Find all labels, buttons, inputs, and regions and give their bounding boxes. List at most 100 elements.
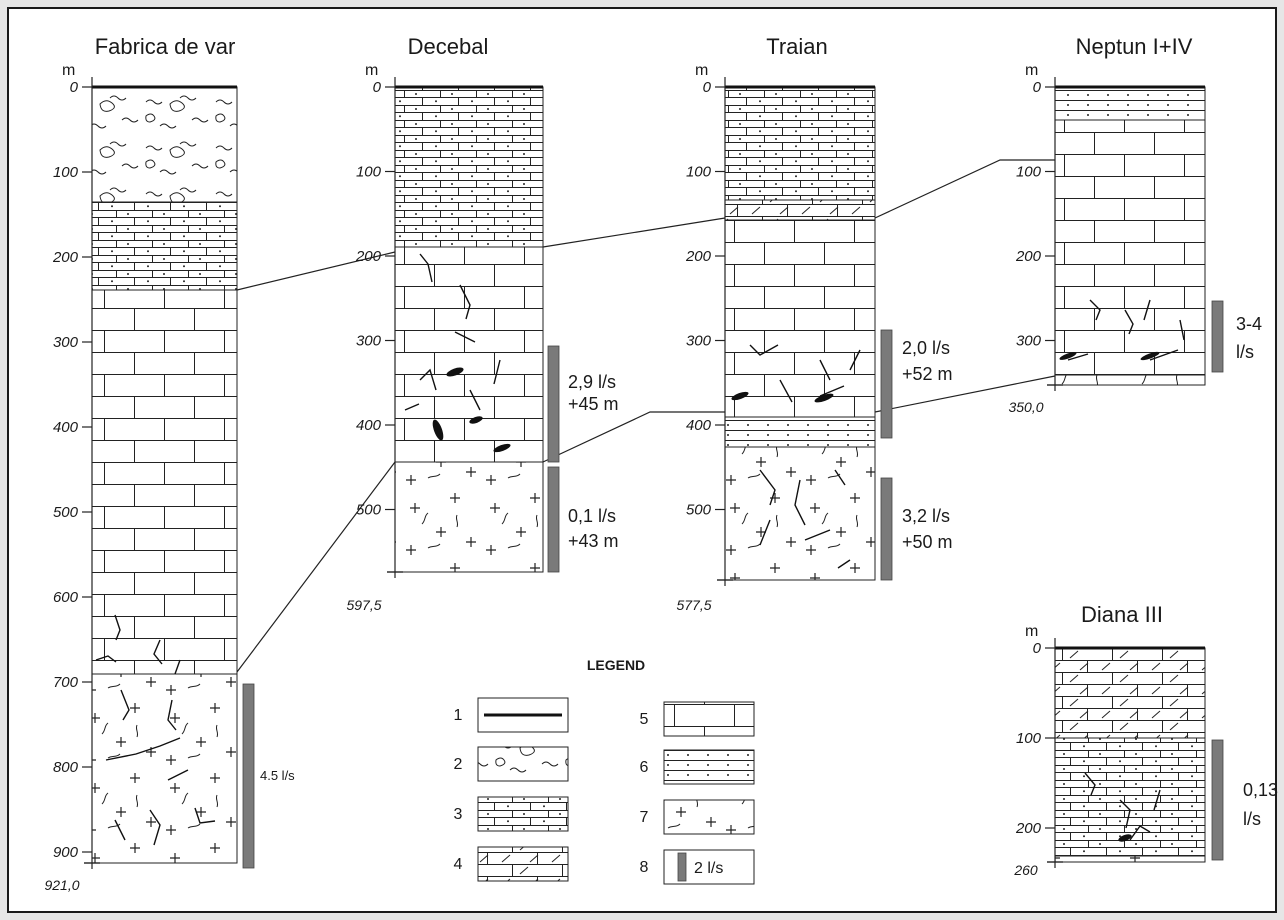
legend-swatch xyxy=(477,846,569,882)
fracture-mark xyxy=(1067,299,1185,361)
karst-cavity-mark xyxy=(469,416,483,424)
flow-bar xyxy=(880,329,893,439)
karst-cavity-mark xyxy=(493,443,511,453)
flow-bar xyxy=(547,466,560,573)
legend-swatch xyxy=(663,701,755,737)
depth-unit: m xyxy=(62,62,75,79)
lithology-layer xyxy=(724,199,876,221)
depth-tick-label: 500 xyxy=(356,502,382,519)
legend-number: 7 xyxy=(640,809,649,826)
lithology-layer xyxy=(724,219,876,418)
depth-tick-label: 300 xyxy=(686,333,712,350)
section-title: Fabrica de var xyxy=(95,34,236,59)
fracture-mark xyxy=(1084,772,1161,841)
flow-rate-label: 2,0 l/s xyxy=(902,338,950,358)
section-title: Diana III xyxy=(1081,602,1163,627)
flow-rate-label: +43 m xyxy=(568,531,619,551)
legend-number: 2 xyxy=(454,756,463,773)
correlation-line xyxy=(236,251,396,291)
lithology-layer xyxy=(1054,737,1206,857)
lithology-layer xyxy=(394,86,544,248)
depth-tick-label: 200 xyxy=(52,249,79,266)
karst-cavity-mark xyxy=(731,391,749,401)
lithology-layer xyxy=(91,289,238,675)
correlation-line xyxy=(542,217,726,248)
karst-cavity-mark xyxy=(432,419,444,441)
fracture-mark xyxy=(759,469,851,569)
legend-swatch xyxy=(477,796,569,832)
flow-rate-label: 0,13 xyxy=(1243,780,1278,800)
depth-tick-label: 600 xyxy=(53,589,79,606)
flow-bar xyxy=(1211,300,1224,373)
total-depth-label: 350,0 xyxy=(1008,399,1043,415)
depth-tick-label: 0 xyxy=(70,79,79,96)
total-depth-label: 260 xyxy=(1013,862,1038,878)
section-title: Decebal xyxy=(408,34,489,59)
lithology-layer xyxy=(394,461,544,573)
fracture-mark xyxy=(105,689,216,846)
legend-swatch xyxy=(663,799,755,835)
total-depth-label: 921,0 xyxy=(44,877,79,893)
legend-number: 5 xyxy=(640,711,649,728)
lithology-layer xyxy=(91,86,238,203)
depth-tick-label: 400 xyxy=(686,417,712,434)
karst-cavity-mark xyxy=(1118,834,1132,842)
lithology-layer xyxy=(1054,86,1206,121)
flow-rate-label: 3-4 xyxy=(1236,314,1262,334)
depth-tick-label: 200 xyxy=(685,248,712,265)
fracture-mark xyxy=(95,639,181,675)
depth-tick-label: 400 xyxy=(356,417,382,434)
karst-cavity-mark xyxy=(446,367,464,377)
lithology-layer xyxy=(1054,374,1206,386)
legend-number: 8 xyxy=(640,859,649,876)
legend-number: 6 xyxy=(640,759,649,776)
depth-tick-label: 500 xyxy=(686,502,712,519)
correlation-line xyxy=(874,159,1055,219)
flow-bar xyxy=(547,345,560,463)
depth-tick-label: 0 xyxy=(703,79,712,96)
depth-tick-label: 500 xyxy=(53,504,79,521)
depth-tick-label: 100 xyxy=(53,164,79,181)
legend-number: 3 xyxy=(454,806,463,823)
depth-tick-label: 400 xyxy=(53,419,79,436)
depth-tick-label: 700 xyxy=(53,674,79,691)
lithology-layer xyxy=(91,673,238,864)
legend-number: 1 xyxy=(454,707,463,724)
depth-tick-label: 100 xyxy=(356,164,382,181)
depth-unit: m xyxy=(695,62,708,79)
flow-rate-label: 4.5 l/s xyxy=(260,768,295,783)
depth-tick-label: 0 xyxy=(1033,79,1042,96)
flow-bar xyxy=(880,477,893,581)
section-title: Neptun I+IV xyxy=(1076,34,1193,59)
correlation-line xyxy=(236,461,396,673)
depth-tick-label: 300 xyxy=(356,333,382,350)
lithology-layer xyxy=(394,246,544,463)
depth-tick-label: 300 xyxy=(53,334,79,351)
flow-rate-label: l/s xyxy=(1236,342,1254,362)
depth-tick-label: 100 xyxy=(1016,730,1042,747)
flow-rate-label: 0,1 l/s xyxy=(568,506,616,526)
legend-flow-bar xyxy=(677,852,687,882)
depth-unit: m xyxy=(365,62,378,79)
depth-tick-label: 200 xyxy=(1015,820,1042,837)
total-depth-label: 577,5 xyxy=(676,597,711,613)
flow-bar xyxy=(242,683,255,869)
lithology-layer xyxy=(724,86,876,201)
fracture-mark xyxy=(749,344,861,403)
depth-unit: m xyxy=(1025,623,1038,640)
depth-tick-label: 800 xyxy=(53,759,79,776)
flow-rate-label: +45 m xyxy=(568,394,619,414)
lithology-layer xyxy=(1054,647,1206,739)
legend-title: LEGEND xyxy=(587,657,645,673)
lithology-layer xyxy=(1054,119,1206,376)
karst-cavity-mark xyxy=(1140,351,1160,361)
depth-tick-label: 200 xyxy=(1015,248,1042,265)
depth-tick-label: 100 xyxy=(1016,164,1042,181)
depth-unit: m xyxy=(1025,62,1038,79)
depth-tick-label: 900 xyxy=(53,844,79,861)
depth-tick-label: 200 xyxy=(355,248,382,265)
flow-rate-label: l/s xyxy=(1243,809,1261,829)
depth-tick-label: 300 xyxy=(1016,333,1042,350)
fracture-mark xyxy=(114,614,121,641)
correlation-line xyxy=(874,375,1056,413)
